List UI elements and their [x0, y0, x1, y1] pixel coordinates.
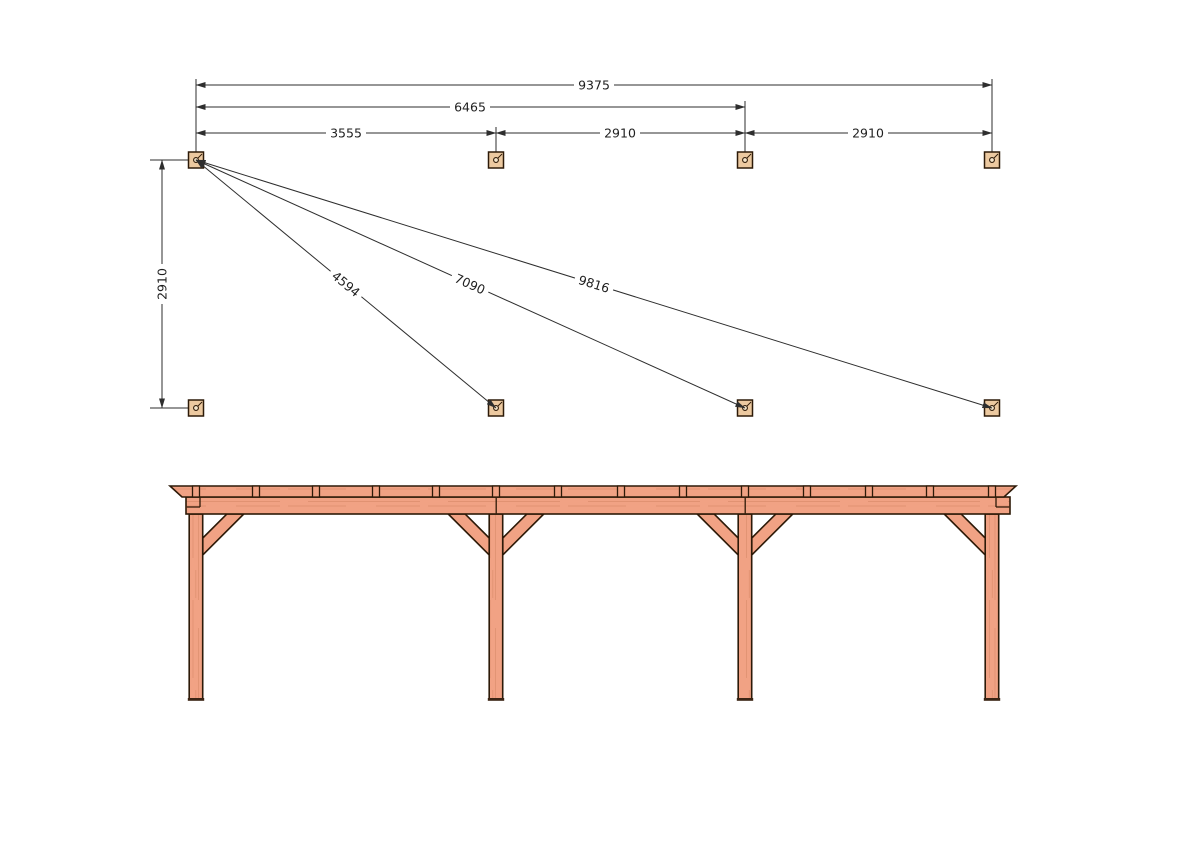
label-background — [450, 100, 490, 114]
rafter-mark — [802, 485, 812, 498]
post-anchor-hole — [193, 405, 199, 411]
dimension-bays: 3555 2910 2910 — [195, 126, 993, 141]
post-bases — [187, 698, 1001, 701]
dimension-label-overall: 9375 — [574, 78, 614, 93]
label-background — [572, 271, 616, 297]
dimension-label-bay1: 3555 — [326, 126, 366, 141]
dimension-overall: 9375 — [195, 78, 993, 93]
rafter-mark — [925, 485, 935, 498]
post-grain-line — [197, 153, 203, 159]
rafter-mark — [864, 485, 874, 498]
post-marker-top-2 — [487, 151, 505, 169]
post-grain-line — [993, 401, 999, 407]
rafter-mark — [678, 485, 688, 498]
label-background — [326, 126, 366, 140]
post-base-3 — [736, 698, 754, 701]
post-marker-top-3 — [736, 151, 754, 169]
label-background — [574, 78, 614, 92]
label-background — [448, 269, 492, 299]
label-background — [326, 265, 366, 303]
rafter-mark — [987, 485, 997, 498]
rafter-mark — [740, 485, 750, 498]
label-background — [155, 264, 169, 304]
label-background — [848, 126, 888, 140]
posts — [188, 513, 1000, 700]
post-3 — [737, 513, 753, 700]
dimension-value: 2910 — [852, 126, 884, 141]
rafter-mark — [251, 485, 261, 498]
diagonal-measurements: 4594 7090 9816 — [195, 159, 993, 409]
rafter-mark — [311, 485, 321, 498]
plan-view: 9375 6465 3555 2910 — [150, 78, 1001, 417]
post-anchor-hole — [989, 157, 995, 163]
post-grain-line — [993, 153, 999, 159]
dimension-label-front-span: 6465 — [450, 100, 490, 115]
dimension-value: 3555 — [330, 126, 362, 141]
rafter-mark — [553, 485, 563, 498]
dimension-value: 9375 — [578, 78, 610, 93]
post-base-4 — [983, 698, 1001, 701]
beam-end-notch-left — [186, 497, 201, 508]
rafter-mark — [616, 485, 626, 498]
rafter-mark — [191, 485, 201, 498]
beam — [185, 496, 1011, 515]
dimension-label-bay3: 2910 — [848, 126, 888, 141]
label-background — [600, 126, 640, 140]
post-grain-line — [497, 153, 503, 159]
post-marker-bottom-1 — [187, 399, 205, 417]
rafter-mark — [371, 485, 381, 498]
rafter-mark — [431, 485, 441, 498]
roof-plank — [167, 485, 1019, 498]
post-anchor-hole — [493, 157, 499, 163]
dimension-value: 6465 — [454, 100, 486, 115]
dimension-front-span: 6465 — [195, 100, 746, 115]
rafter-marks — [191, 485, 997, 498]
post-anchor-hole — [742, 157, 748, 163]
elevation-view — [167, 485, 1019, 701]
dimension-value: 2910 — [155, 268, 170, 300]
rafter-mark — [491, 485, 501, 498]
post-4 — [984, 513, 1000, 700]
post-base-2 — [487, 698, 505, 701]
beam-end-notch-right — [995, 497, 1010, 508]
post-1 — [188, 513, 204, 700]
post-2 — [488, 513, 504, 700]
post-grain-line — [746, 153, 752, 159]
dimension-label-depth: 2910 — [155, 264, 170, 304]
post-base-1 — [187, 698, 205, 701]
post-marker-top-4 — [983, 151, 1001, 169]
dimension-value: 2910 — [604, 126, 636, 141]
dimension-depth: 2910 — [155, 159, 170, 409]
dimension-label-bay2: 2910 — [600, 126, 640, 141]
